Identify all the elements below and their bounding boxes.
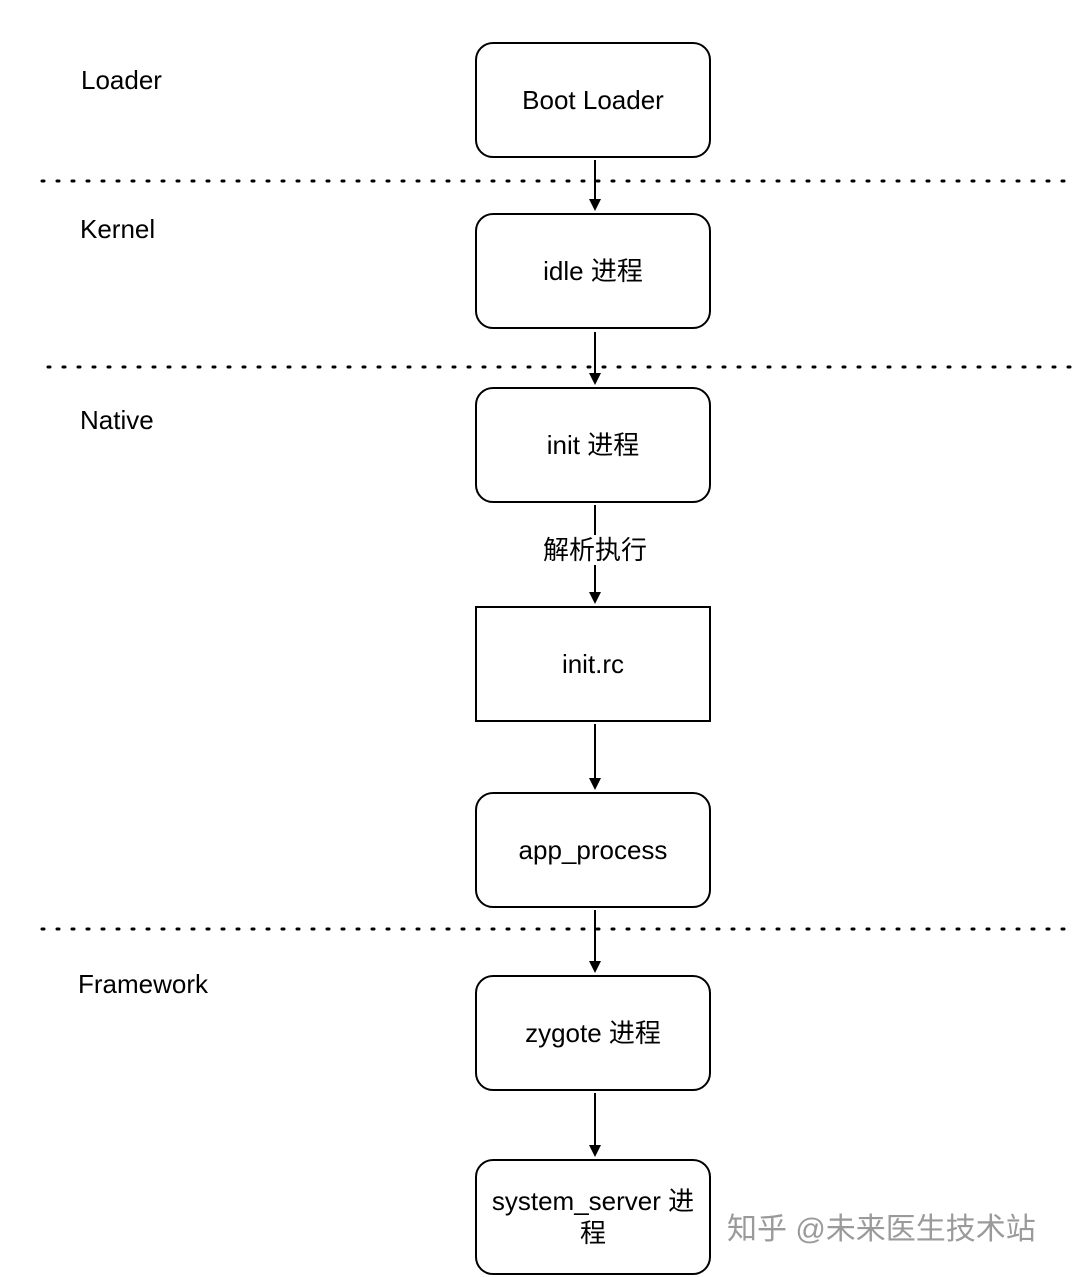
node-zygote-process-label: zygote 进程	[525, 1018, 661, 1048]
node-init-process: init 进程	[475, 387, 711, 503]
node-boot-loader-label: Boot Loader	[522, 85, 664, 115]
layer-label-framework: Framework	[78, 969, 209, 999]
node-init-rc-label: init.rc	[561, 649, 625, 679]
node-system-server-process-label: system_server 进程	[491, 1186, 695, 1248]
node-boot-loader: Boot Loader	[475, 42, 711, 158]
node-init-rc: init.rc	[475, 606, 711, 722]
watermark: 知乎 @未来医生技术站	[727, 1213, 1036, 1246]
node-app-process-label: app_process	[518, 835, 668, 865]
node-init-process-label: init 进程	[546, 430, 640, 460]
node-app-process: app_process	[475, 792, 711, 908]
edge-label-parse-execute: 解析执行	[520, 535, 670, 565]
layer-label-loader: Loader	[81, 65, 162, 95]
node-idle-process: idle 进程	[475, 213, 711, 329]
node-idle-process-label: idle 进程	[543, 256, 643, 286]
node-system-server-process: system_server 进程	[475, 1159, 711, 1275]
layer-label-kernel: Kernel	[80, 214, 156, 244]
node-zygote-process: zygote 进程	[475, 975, 711, 1091]
layer-label-native: Native	[80, 405, 154, 435]
